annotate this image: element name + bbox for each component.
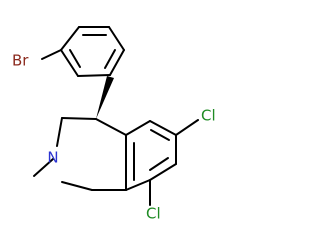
bond [149,120,177,136]
bromophenyl-ring [60,26,125,77]
n-methyl-bond [33,158,54,177]
stereo-wedge-bond [96,76,114,119]
nitrogen-label: N [47,149,58,167]
bromo-bond [41,49,62,60]
bromine-label: Br [12,52,29,70]
chlorine-6-label: Cl [201,107,216,125]
bond [77,74,111,77]
bond [56,117,63,147]
chlorine-8-label: Cl [146,205,161,223]
bond [60,26,80,51]
double-bond-inner [69,49,81,68]
cl6-bond [175,119,199,136]
bond [109,49,125,76]
tetrahydroisoquinoline-core [56,117,177,191]
bond [125,120,151,136]
double-bond-inner [150,129,170,141]
bond [95,118,127,136]
bond [60,49,79,77]
molecule-canvas: Br N Cl Cl [12,26,216,223]
bond [149,163,177,181]
double-bond-inner [104,49,116,69]
bond [61,181,93,191]
bond [61,117,97,120]
double-bond-inner [149,157,169,171]
molecule-structure: Br N Cl Cl [12,26,216,223]
bond [125,179,151,191]
bond [108,26,125,51]
